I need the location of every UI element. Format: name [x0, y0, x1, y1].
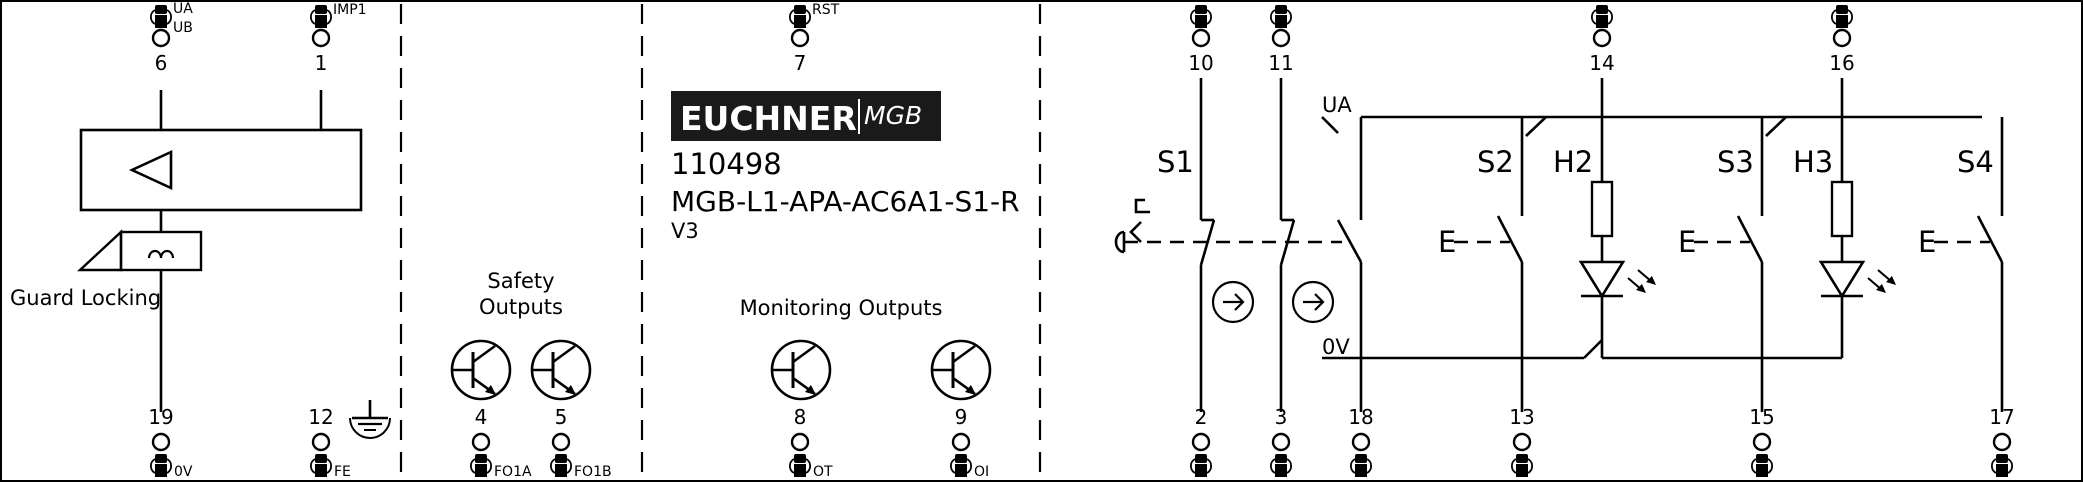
bottom-terminal-3-number: 3: [1275, 405, 1288, 429]
top-terminal-10: 10: [1188, 4, 1214, 75]
monitoring-outputs-label: Monitoring Outputs: [740, 296, 943, 320]
bottom-terminal-19-label: 0V: [174, 464, 193, 480]
rail-0v-label: 0V: [1322, 335, 1350, 359]
bottom-terminal-5-number: 5: [555, 405, 568, 429]
guard-locking-label: Guard Locking: [10, 286, 161, 310]
top-terminal-16-number: 16: [1829, 51, 1854, 75]
bottom-terminal-15: 15: [1749, 405, 1775, 478]
bottom-terminal-4-number: 4: [475, 405, 488, 429]
bottom-terminal-3: 3: [1269, 405, 1293, 478]
brand-name: EUCHNER: [680, 99, 857, 138]
bottom-terminal-12-number: 12: [308, 405, 333, 429]
top-terminal-6-label-2: UB: [173, 20, 193, 36]
lamp-h2-label: H2: [1553, 145, 1593, 179]
bottom-terminal-19: 19 0V: [148, 405, 193, 480]
bottom-terminal-4-label: FO1A: [494, 464, 532, 480]
bottom-terminal-17: 17: [1989, 405, 2015, 478]
bottom-terminal-2-number: 2: [1195, 405, 1208, 429]
e-label-s2: E: [1438, 225, 1456, 259]
brand-product-family: MGB: [864, 101, 922, 130]
solenoid-box: [119, 230, 203, 272]
bottom-terminal-8-number: 8: [794, 405, 807, 429]
transistor-ot: [770, 339, 832, 401]
coil-icon: [147, 249, 175, 259]
order-number: 110498: [671, 147, 782, 181]
transistor-fo1a: [450, 339, 512, 401]
switch-s2-label: S2: [1477, 145, 1514, 179]
guard-locking-block: Guard Locking: [10, 90, 363, 412]
e-label-s4: E: [1918, 225, 1936, 259]
e-label-s3: E: [1678, 225, 1696, 259]
resistor-h2: [1590, 180, 1614, 238]
section-separators: [399, 4, 1042, 478]
version: V3: [671, 219, 699, 243]
resistor-h3: [1830, 180, 1854, 238]
lamp-h3-label: H3: [1793, 145, 1833, 179]
top-terminal-6: UA UB 6: [149, 1, 193, 75]
bottom-terminals: 19 0V 12 FE 4 FO1A 5 FO1B 8 OT 9 OI: [148, 405, 2014, 480]
amplifier-box: [79, 128, 363, 212]
amplifier-icon: [128, 149, 173, 191]
brand-logo: EUCHNER MGB: [671, 91, 941, 141]
switch-s1-label: S1: [1157, 145, 1194, 179]
bottom-terminal-9-number: 9: [955, 405, 968, 429]
bottom-terminal-5: 5 FO1B: [549, 405, 612, 480]
transistor-fo1b: [530, 339, 592, 401]
switch-s4-label: S4: [1957, 145, 1994, 179]
bottom-terminal-8: 8 OT: [788, 405, 833, 480]
top-terminal-7: RST 7: [788, 2, 840, 75]
top-terminal-6-number: 6: [155, 51, 168, 75]
bottom-terminal-5-label: FO1B: [574, 464, 612, 480]
model-code: MGB-L1-APA-AC6A1-S1-R: [671, 185, 1020, 218]
top-terminal-6-label-1: UA: [173, 1, 193, 17]
top-terminal-14: 14: [1589, 4, 1615, 75]
transistor-oi: [930, 339, 992, 401]
bottom-terminal-8-label: OT: [813, 464, 833, 480]
top-terminal-7-number: 7: [794, 51, 807, 75]
bottom-terminal-9-label: OI: [974, 464, 989, 480]
top-terminal-14-number: 14: [1589, 51, 1614, 75]
safety-outputs-label-1: Safety: [487, 269, 554, 293]
top-terminal-1-number: 1: [315, 51, 328, 75]
bottom-terminal-4: 4 FO1A: [469, 405, 532, 480]
switch-network: UA 0V: [1114, 78, 2004, 412]
bottom-terminal-12-label: FE: [334, 464, 351, 480]
solenoid-wedge: [76, 229, 123, 272]
bottom-terminal-13: 13: [1509, 405, 1535, 478]
top-terminal-1-label: IMP1: [333, 2, 367, 18]
top-terminal-16: 16: [1829, 4, 1855, 75]
top-terminal-1: IMP1 1: [309, 2, 367, 75]
top-terminal-11-number: 11: [1268, 51, 1293, 75]
bottom-terminal-2: 2: [1189, 405, 1213, 478]
switch-s3-label: S3: [1717, 145, 1754, 179]
top-terminal-10-number: 10: [1188, 51, 1213, 75]
top-terminal-7-label: RST: [812, 2, 840, 18]
earth-icon: [349, 400, 391, 439]
top-terminal-11: 11: [1268, 4, 1294, 75]
bottom-terminal-12: 12 FE: [308, 405, 351, 480]
bottom-terminal-9: 9 OI: [949, 405, 989, 480]
rail-ua-label: UA: [1322, 93, 1352, 117]
bottom-terminal-18: 18: [1348, 405, 1374, 478]
safety-outputs-label-2: Outputs: [479, 295, 563, 319]
